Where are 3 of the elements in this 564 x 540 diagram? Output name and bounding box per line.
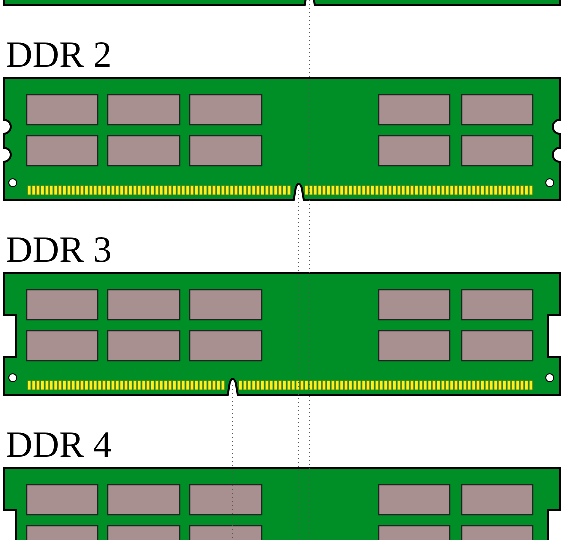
module-title: DDR 2	[6, 36, 112, 76]
module-title: DDR 3	[6, 231, 112, 271]
module-title: DDR 4	[6, 426, 112, 466]
